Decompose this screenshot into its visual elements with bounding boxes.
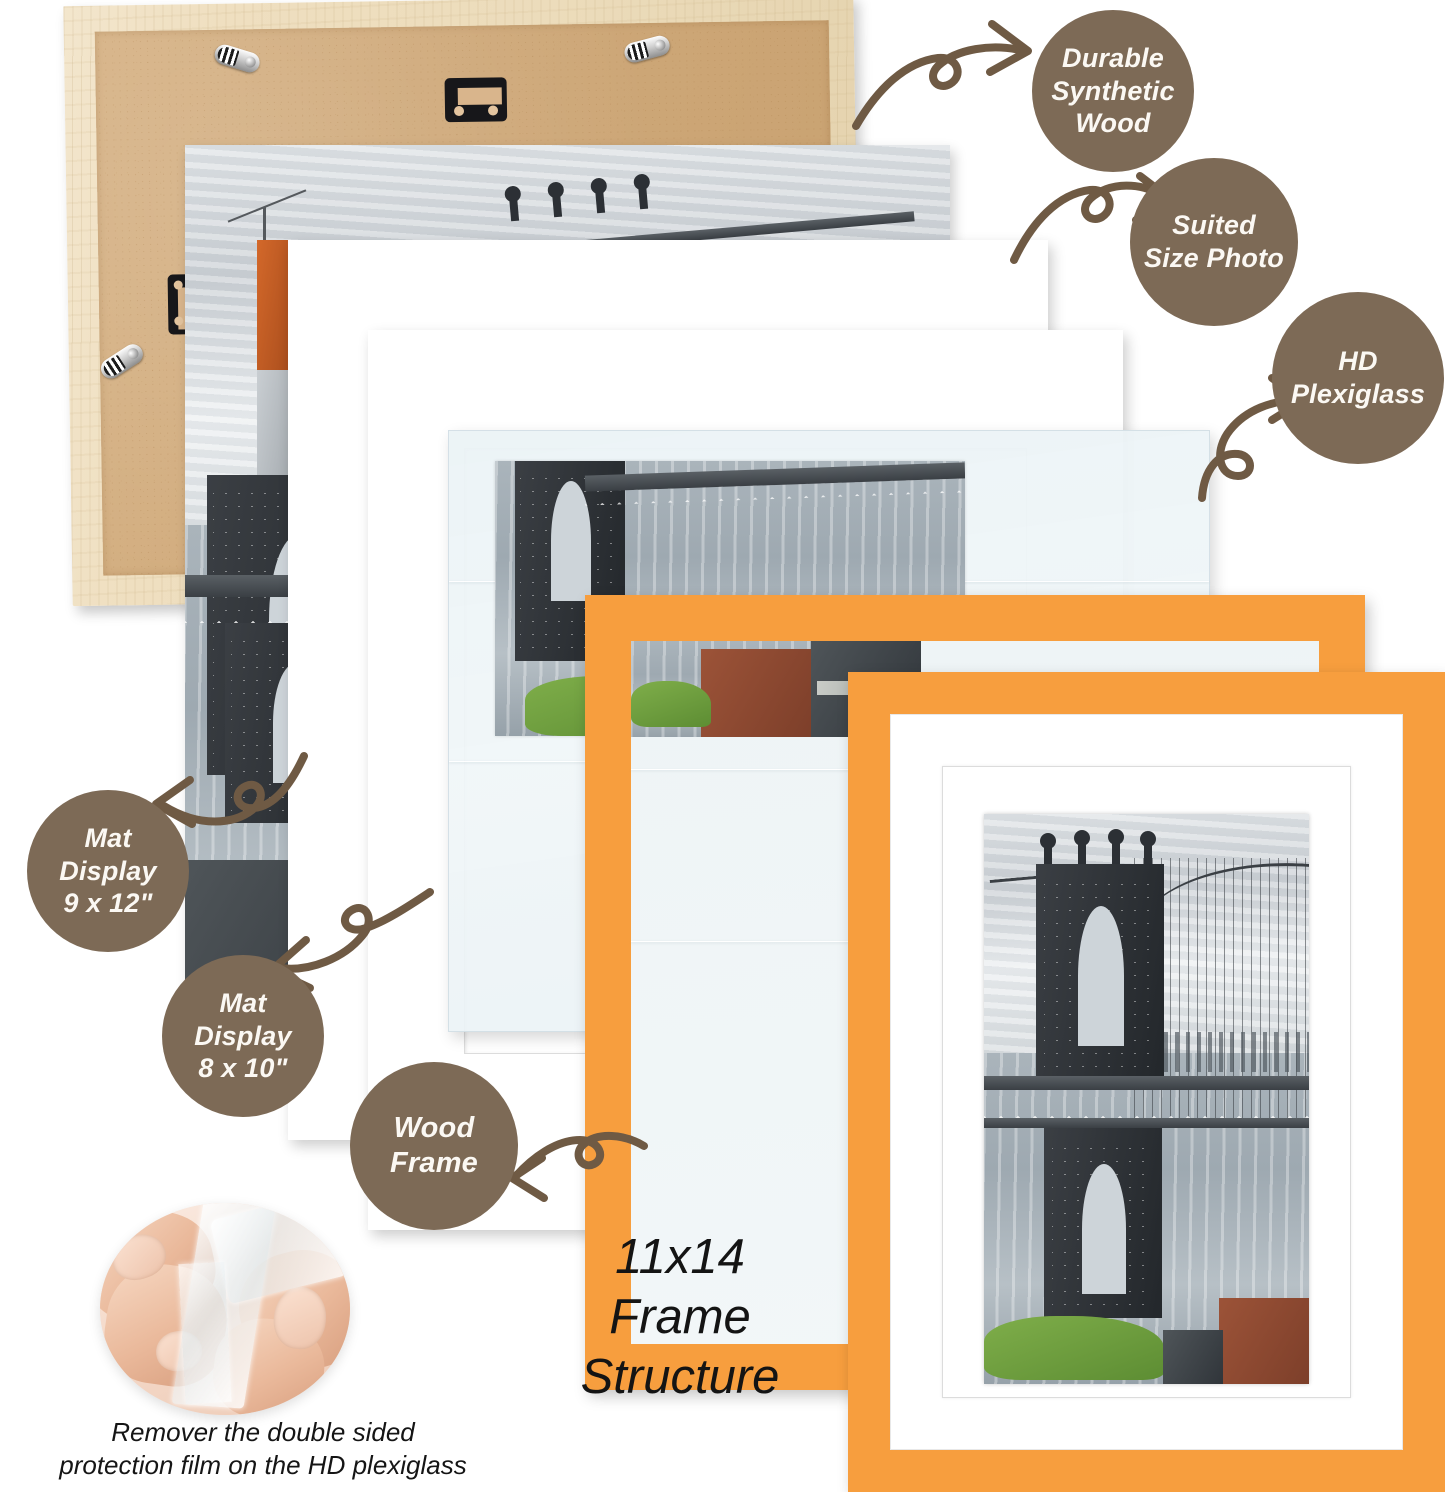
- mat-stack-edge: [370, 330, 660, 350]
- arrow-to-wood-frame: [498, 1124, 648, 1219]
- protective-film-photo: [100, 1203, 350, 1415]
- badge-label: Mat Display 9 x 12": [59, 822, 157, 919]
- badge-suited-size-photo: Suited Size Photo: [1130, 158, 1298, 326]
- badge-hd-plexiglass: HD Plexiglass: [1272, 292, 1444, 464]
- assembled-inner-mat: [942, 766, 1351, 1398]
- assembled-outer-mat: [890, 714, 1403, 1450]
- badge-label: Durable Synthetic Wood: [1051, 42, 1175, 139]
- badge-label: Suited Size Photo: [1143, 210, 1284, 273]
- page-title: 11x14 Frame Structure: [580, 1230, 780, 1404]
- badge-label: Wood Frame: [389, 1111, 479, 1179]
- assembled-frame: [848, 672, 1445, 1492]
- sawtooth-hanger-icon: [444, 77, 508, 123]
- badge-mat-display-9x12: Mat Display 9 x 12": [27, 790, 189, 952]
- arrow-to-durable-synthetic-wood: [852, 18, 1052, 138]
- badge-mat-display-8x10: Mat Display 8 x 10": [162, 955, 324, 1117]
- arrow-to-mat-display-9x12: [128, 752, 308, 862]
- film-instruction-caption: Remover the double sided protection film…: [59, 1417, 467, 1480]
- assembled-photo-window: [984, 814, 1309, 1384]
- badge-label: HD Plexiglass: [1290, 346, 1426, 409]
- manhattan-bridge-photo: [984, 814, 1309, 1384]
- badge-wood-frame: Wood Frame: [350, 1062, 518, 1230]
- badge-label: Mat Display 8 x 10": [194, 987, 292, 1084]
- badge-durable-synthetic-wood: Durable Synthetic Wood: [1032, 10, 1194, 172]
